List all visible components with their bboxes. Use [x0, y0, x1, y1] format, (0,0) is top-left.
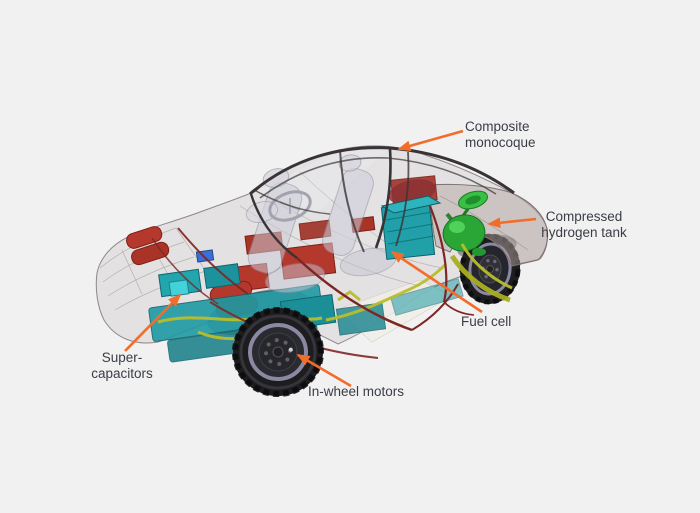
label-line: Super-: [101, 350, 143, 365]
monocoque-frame: [249, 146, 515, 259]
supercapacitors-arrow: [124, 293, 182, 352]
label-line: Compressed: [545, 209, 623, 224]
label-fuel-cell: Fuel cell: [461, 314, 511, 330]
hydrogen-tank-component: [442, 190, 488, 256]
label-line: monocoque: [465, 135, 536, 150]
label-line: hydrogen tank: [541, 225, 627, 240]
fuel-cell-component: [380, 179, 442, 260]
front-wheel: [232, 306, 324, 398]
composite-monocoque-arrow: [397, 129, 464, 152]
label-composite-monocoque: Composite monocoque: [465, 119, 536, 151]
hydrogen-tank-arrow: [487, 217, 537, 229]
label-line: In-wheel motors: [308, 384, 405, 399]
label-in-wheel-motors: In-wheel motors: [308, 384, 404, 400]
label-line: capacitors: [91, 366, 153, 381]
label-line: Fuel cell: [461, 314, 512, 329]
callout-arrows: [124, 129, 537, 388]
label-supercapacitors: Super- capacitors: [82, 350, 162, 382]
fuel-cell-arrow: [390, 250, 483, 314]
label-hydrogen-tank: Compressed hydrogen tank: [538, 209, 630, 241]
label-line: Composite: [465, 119, 530, 134]
in-wheel-motors-arrow: [296, 353, 352, 388]
